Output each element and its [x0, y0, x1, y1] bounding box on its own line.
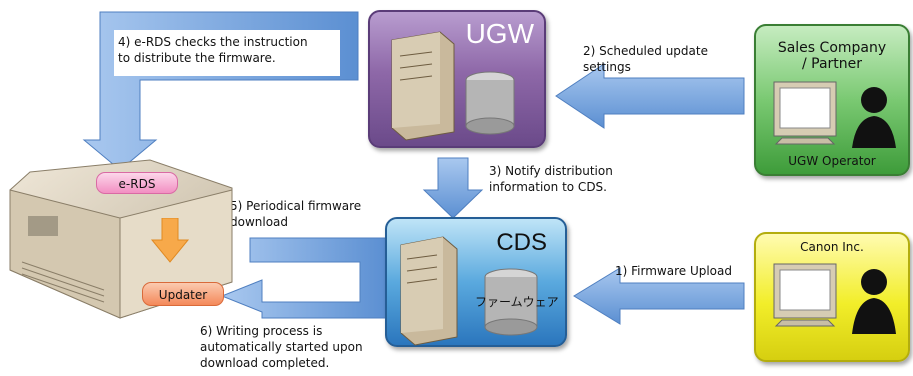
- sales-title-line2: / Partner: [801, 56, 863, 72]
- ugw-title: UGW: [465, 18, 534, 49]
- step5-label: 5) Periodical firmware download: [230, 198, 361, 230]
- step3-line1: 3) Notify distribution: [489, 164, 613, 178]
- sales-title: Sales Company / Partner: [756, 40, 908, 72]
- step4-line2: to distribute the firmware.: [118, 51, 276, 65]
- step6-label: 6) Writing process is automatically star…: [200, 323, 363, 371]
- operator-computer-icon: [773, 81, 896, 148]
- step1-label: 1) Firmware Upload: [615, 264, 732, 278]
- step5-line1: 5) Periodical firmware: [230, 199, 362, 213]
- cds-title: CDS: [496, 229, 547, 256]
- ugw-node: UGW: [368, 10, 546, 148]
- step4-label: 4) e-RDS checks the instruction to distr…: [118, 34, 308, 66]
- sales-title-line1: Sales Company: [777, 40, 887, 56]
- step2-label: 2) Scheduled update settings: [583, 43, 708, 75]
- step6-line1: 6) Writing process is: [200, 324, 323, 338]
- canon-node: Canon Inc.: [754, 232, 910, 362]
- step3-label: 3) Notify distribution information to CD…: [489, 163, 613, 195]
- erds-badge: e-RDS: [96, 172, 178, 194]
- sales-role: UGW Operator: [788, 154, 876, 168]
- canon-title: Canon Inc.: [800, 240, 864, 254]
- sales-node: Sales Company / Partner UGW Operator: [754, 24, 910, 176]
- arrow-step2: [555, 63, 745, 129]
- cds-server-icon: [400, 236, 538, 346]
- step6-line2: automatically started upon: [200, 340, 363, 354]
- step5-line2: download: [230, 215, 289, 229]
- canon-computer-icon: [773, 263, 896, 334]
- arrow-step3: [422, 157, 484, 219]
- cds-db-label: ファームウェア: [475, 295, 559, 309]
- step4-line1: 4) e-RDS checks the instruction: [118, 35, 308, 49]
- step3-line2: information to CDS.: [489, 180, 607, 194]
- arrow-step1: [573, 267, 745, 325]
- ugw-server-icon: [391, 31, 515, 141]
- updater-badge: Updater: [142, 282, 224, 306]
- step2-line1: 2) Scheduled update: [583, 44, 708, 58]
- orange-down-arrow: [150, 218, 190, 263]
- arrow-step5: [220, 237, 387, 319]
- step2-line2: settings: [583, 60, 631, 74]
- cds-node: CDS ファームウェア: [385, 217, 567, 347]
- step6-line3: download completed.: [200, 356, 330, 370]
